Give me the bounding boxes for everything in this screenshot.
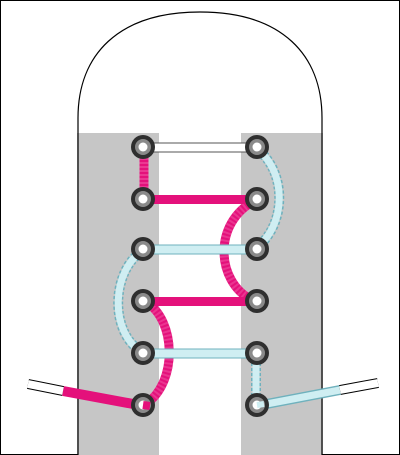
- eyelet-right-5: [245, 341, 269, 365]
- eyelet-right-2: [245, 187, 269, 211]
- lace-end-blue: [255, 386, 341, 410]
- lace-front-pink-row2: [142, 195, 258, 204]
- lace-front-white-row1: [141, 142, 259, 153]
- eyelet-right-3: [245, 237, 269, 261]
- lace-back-pink-r2-r4-stitch: [219, 195, 259, 305]
- lace-back-blue-l3-l5: [114, 246, 146, 356]
- eyelet-left-4: [131, 289, 155, 313]
- lace-back-blue-r1-r3: [253, 145, 283, 251]
- eyelet-left-1: [131, 135, 155, 159]
- lace-exit-blue: [256, 401, 265, 408]
- eyelet-right-4: [245, 289, 269, 313]
- eyelet-left-2: [131, 187, 155, 211]
- eyelet-right-1: [245, 135, 269, 159]
- eyelet-left-5: [131, 341, 155, 365]
- lace-front-blue-row5: [141, 348, 259, 359]
- eyelet-left-3: [131, 237, 155, 261]
- lace-ends: [27, 378, 379, 411]
- lace-end-pink: [62, 386, 145, 411]
- lace-front-blue-row3: [141, 244, 259, 255]
- lace-exit-pink: [142, 401, 151, 410]
- aglet-right: [339, 379, 379, 394]
- lace-front-pink-row4: [142, 297, 258, 306]
- aglet-left: [27, 380, 64, 395]
